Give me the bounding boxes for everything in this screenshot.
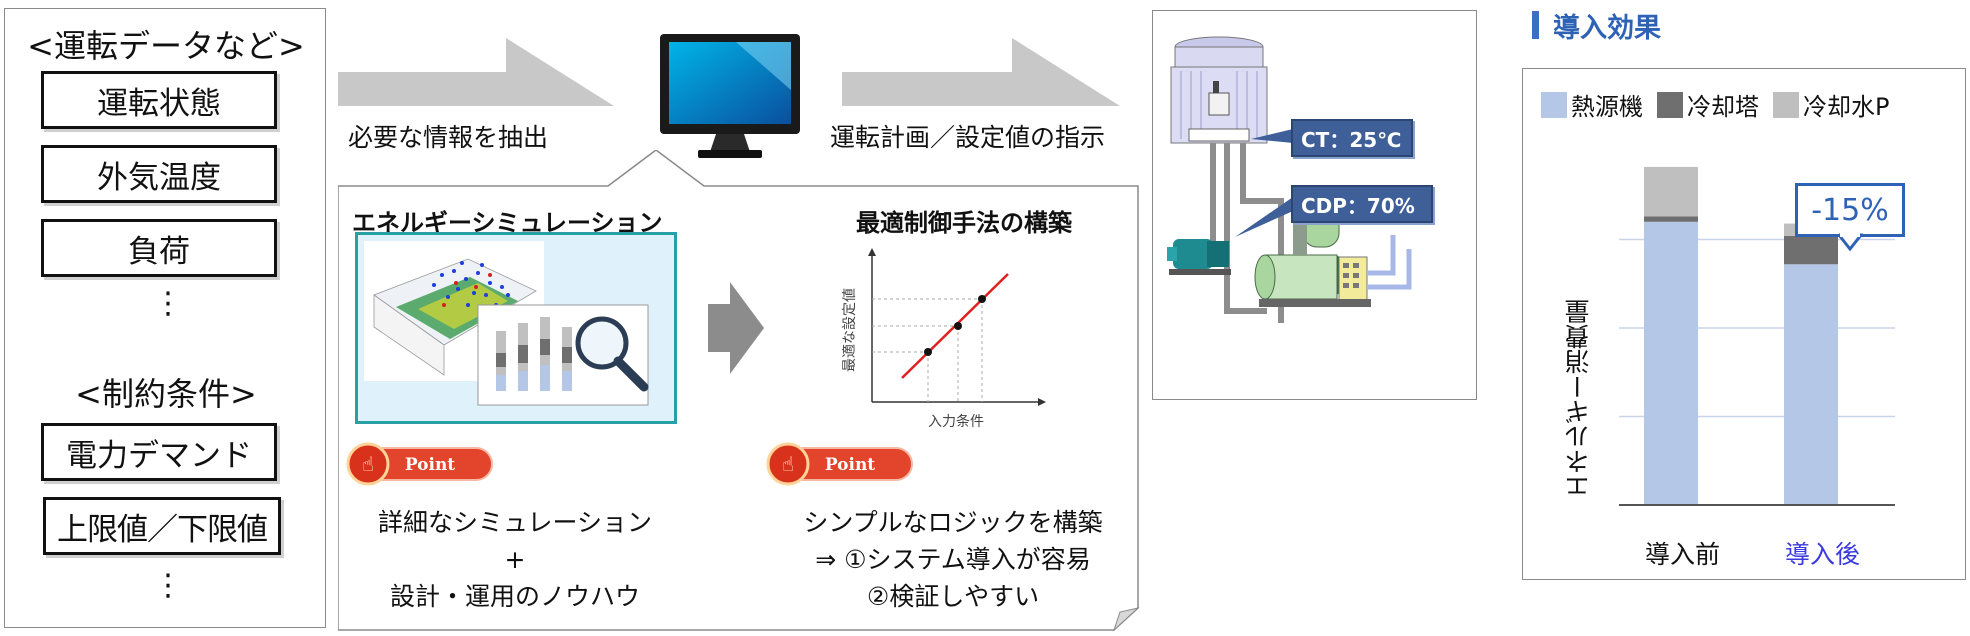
effect-title-text: 導入効果 xyxy=(1553,12,1661,44)
control-method-heading: 最適制御手法の構築 xyxy=(856,209,1072,237)
simulation-description: 詳細なシミュレーション + 設計・運用のノウハウ xyxy=(370,504,660,615)
bar-segment xyxy=(1644,166,1698,217)
simulation-desc-line2: + xyxy=(504,545,526,574)
legend-swatch xyxy=(1541,91,1567,118)
cdp-rate-tag: CDP：70% xyxy=(1291,185,1433,223)
legend-item-cooling-pump: 冷却水P xyxy=(1773,87,1889,122)
legend-item-heat-source: 熱源機 xyxy=(1541,87,1643,122)
svg-text:☝: ☝ xyxy=(362,452,374,476)
callout-pointer xyxy=(1839,233,1863,251)
control-graph-point xyxy=(978,295,986,303)
simulation-desc-line1: 詳細なシミュレーション xyxy=(377,508,652,537)
simulation-image xyxy=(355,232,677,424)
point-label-left: Point xyxy=(405,455,455,475)
constraint-item-power-demand: 電力デマンド xyxy=(41,423,277,481)
point-label-right: Point xyxy=(825,455,875,475)
input-item-load: 負荷 xyxy=(41,219,277,277)
point-badge-right: ☝ Point xyxy=(766,442,913,486)
control-graph-point xyxy=(954,322,962,330)
instruct-arrow xyxy=(842,38,1120,106)
legend-swatch xyxy=(1773,91,1799,118)
constraint-item-limits: 上限値／下限値 xyxy=(43,497,281,555)
energy-stacked-bar-chart xyxy=(1619,166,1895,506)
bar-segment xyxy=(1644,216,1698,222)
simulation-3d-plot xyxy=(364,241,649,406)
input-data-panel: <運転データなど> 運転状態 外気温度 負荷 ⋮ <制約条件> 電力デマンド 上… xyxy=(4,8,326,628)
chart-legend: 熱源機 冷却塔 冷却水P xyxy=(1541,87,1903,122)
control-desc-line3: ②検証しやすい xyxy=(866,582,1040,611)
legend-swatch xyxy=(1657,91,1683,118)
legend-label: 冷却水P xyxy=(1803,93,1890,121)
input-item-operating-state: 運転状態 xyxy=(41,71,277,129)
control-desc-line1: シンプルなロジックを構築 xyxy=(803,508,1103,537)
extract-arrow xyxy=(338,38,614,106)
equipment-illustration xyxy=(1167,36,1412,323)
control-graph-xlabel: 入力条件 xyxy=(928,413,984,430)
reduction-callout: -15% xyxy=(1795,183,1905,237)
extract-label: 必要な情報を抽出 xyxy=(348,123,549,152)
chiller-icon xyxy=(1254,210,1371,307)
equipment-panel: CT：25℃ CDP：70% xyxy=(1152,10,1477,400)
control-description: シンプルなロジックを構築 ⇒ ①システム導入が容易 ②検証しやすい xyxy=(778,504,1128,615)
effect-heading: 導入効果 xyxy=(1532,8,1661,44)
category-label-after: 導入後 xyxy=(1785,540,1861,569)
computer-monitor-icon xyxy=(660,34,800,158)
bar-segment xyxy=(1784,264,1838,505)
input-item-outdoor-temp: 外気温度 xyxy=(41,145,277,203)
cooling-tower-icon xyxy=(1170,36,1268,144)
cooling-water-pump-icon xyxy=(1167,239,1231,275)
bar-segment xyxy=(1644,221,1698,506)
control-desc-line2: ⇒ ①システム導入が容易 xyxy=(815,545,1091,574)
control-graph-point xyxy=(924,348,932,356)
category-label-before: 導入前 xyxy=(1645,540,1721,569)
ct-temperature-tag: CT：25℃ xyxy=(1291,119,1413,157)
legend-label: 冷却塔 xyxy=(1687,93,1759,121)
heading-accent-bar xyxy=(1532,11,1539,39)
instruct-label: 運転計画／設定値の指示 xyxy=(830,123,1106,152)
effect-chart-panel: 熱源機 冷却塔 冷却水P エネルギー消費量 -15% 導入前 導入後 xyxy=(1522,68,1966,580)
simulation-desc-line3: 設計・運用のノウハウ xyxy=(389,582,640,611)
svg-text:☝: ☝ xyxy=(782,452,794,476)
control-logic-graph: 最適な設定値 入力条件 xyxy=(841,248,1046,430)
legend-item-cooling-tower: 冷却塔 xyxy=(1657,87,1759,122)
more-constraints-dots: ⋮ xyxy=(153,568,183,603)
legend-label: 熱源機 xyxy=(1571,93,1643,121)
process-arrow xyxy=(708,282,764,374)
constraint-heading: <制約条件> xyxy=(75,375,257,413)
more-items-dots: ⋮ xyxy=(153,286,183,321)
point-badge-left: ☝ Point xyxy=(346,442,493,486)
operation-data-heading: <運転データなど> xyxy=(27,27,305,65)
control-graph-ylabel: 最適な設定値 xyxy=(841,288,858,372)
bar-segment xyxy=(1784,235,1838,265)
